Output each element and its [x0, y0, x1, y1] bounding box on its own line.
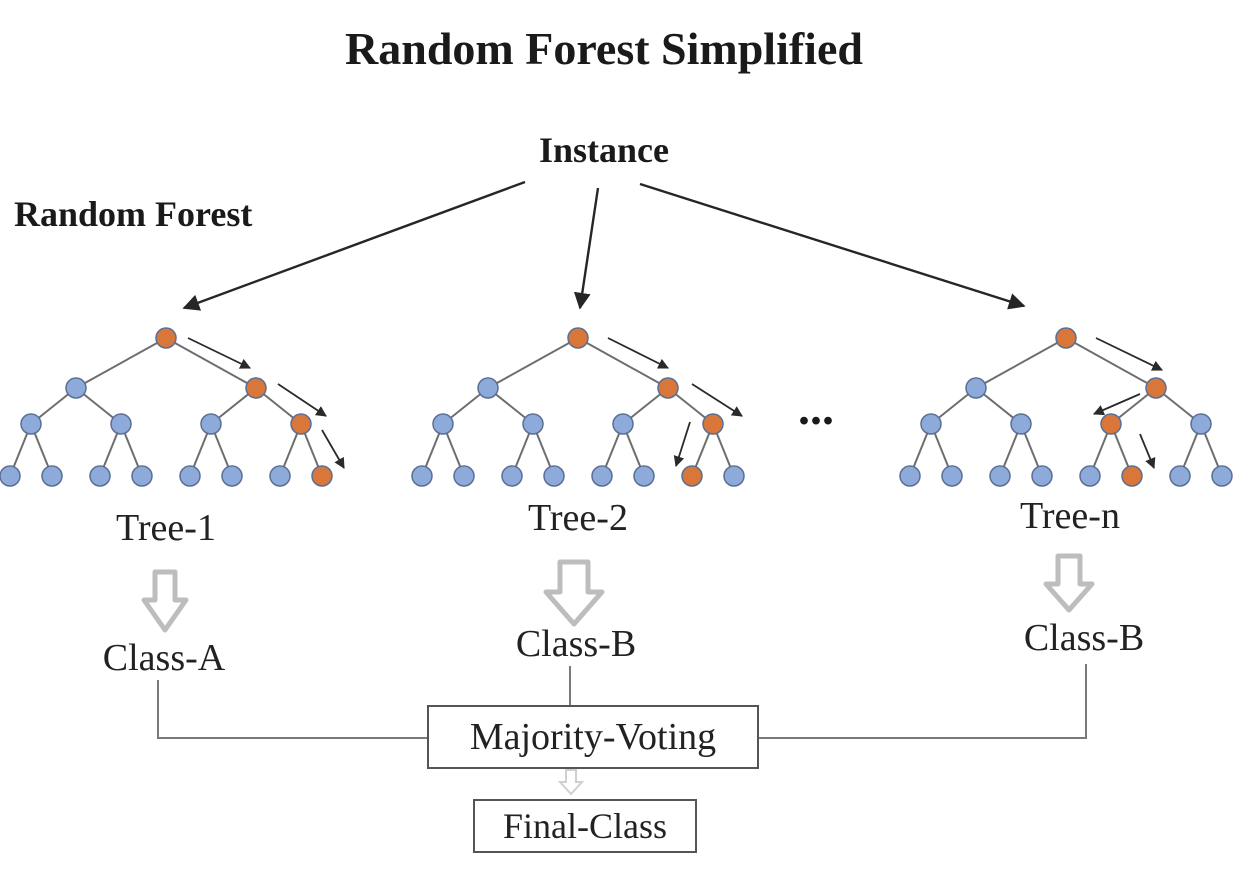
- tree-n: [899, 327, 1233, 487]
- tree-2-node-rlr: [633, 465, 655, 487]
- final-down-arrow: [557, 769, 585, 796]
- tree-2-node-rll: [591, 465, 613, 487]
- tree-1-node-lll: [0, 465, 21, 487]
- tree-2-label: Tree-2: [528, 497, 628, 539]
- tree-n-node-lr: [1010, 413, 1032, 435]
- tree-2-class-label: Class-B: [516, 623, 636, 665]
- tree-1-node-lr: [110, 413, 132, 435]
- instance-to-tree-2-arrow: [573, 187, 600, 310]
- tree-n-node-rlr-decision-path: [1121, 465, 1143, 487]
- final-class-box: [473, 799, 697, 853]
- majority-voting-label: Majority-Voting: [470, 716, 716, 758]
- tree-1-edges: [9, 337, 323, 477]
- tree-n-node-rl-decision-path: [1100, 413, 1122, 435]
- tree-1-down-arrow: [141, 569, 189, 633]
- tree-2-node-rl: [612, 413, 634, 435]
- tree-2-node-rrr: [723, 465, 745, 487]
- tree-2-nodes: [411, 327, 745, 487]
- tree-n-path-arrows: [1093, 337, 1163, 469]
- tree-n-node-lrr: [1031, 465, 1053, 487]
- tree-1-node-llr: [41, 465, 63, 487]
- instance-to-tree-n-arrow: [639, 182, 1026, 310]
- tree-1-node-lrl: [89, 465, 111, 487]
- tree-n-node-lll: [899, 465, 921, 487]
- tree-2-node-rrl-decision-path: [681, 465, 703, 487]
- tree-1: [0, 327, 345, 487]
- tree-1-path-arrows: [187, 337, 345, 469]
- random-forest-label: Random Forest: [14, 194, 252, 234]
- tree-2-edges: [421, 337, 735, 477]
- tree-1-node-rl: [200, 413, 222, 435]
- majority-voting-box: [427, 705, 759, 769]
- tree-n-node-lrl: [989, 465, 1011, 487]
- tree-1-node-rll: [179, 465, 201, 487]
- instance-arrows: [182, 180, 1026, 311]
- tree-2-down-arrow: [543, 559, 605, 627]
- tree-n-node-rr: [1190, 413, 1212, 435]
- tree-1-node-rr-decision-path: [290, 413, 312, 435]
- instance-to-tree-1-arrow: [182, 180, 526, 311]
- tree-n-node-r-decision-path: [1145, 377, 1167, 399]
- tree-1-node-rrl: [269, 465, 291, 487]
- instance-label: Instance: [539, 130, 669, 170]
- voting-connectors: [157, 664, 1087, 739]
- tree-2-node-ll: [432, 413, 454, 435]
- tree-1-node-r-decision-path: [245, 377, 267, 399]
- ellipsis: ...: [798, 382, 834, 435]
- tree-1-node-rrr-decision-path: [311, 465, 333, 487]
- tree-2-node-llr: [453, 465, 475, 487]
- tree-n-node-rrr: [1211, 465, 1233, 487]
- tree-n-label: Tree-n: [1020, 495, 1120, 537]
- tree-2: [411, 327, 745, 487]
- final-class-label: Final-Class: [503, 806, 667, 846]
- tree-2-path-arrows: [607, 337, 743, 468]
- tree-2-node-rr-decision-path: [702, 413, 724, 435]
- tree-1-class-label: Class-A: [103, 637, 226, 679]
- tree-2-node-root-decision-path: [567, 327, 589, 349]
- tree-2-node-lr: [522, 413, 544, 435]
- tree-n-node-rll: [1079, 465, 1101, 487]
- tree-n-class-label: Class-B: [1024, 617, 1144, 659]
- tree-1-node-ll: [20, 413, 42, 435]
- tree-1-node-lrr: [131, 465, 153, 487]
- tree-n-nodes: [899, 327, 1233, 487]
- tree-2-node-lrr: [543, 465, 565, 487]
- tree-2-node-r-decision-path: [657, 377, 679, 399]
- tree-n-node-l: [965, 377, 987, 399]
- tree-2-node-lrl: [501, 465, 523, 487]
- tree-n-node-rrl: [1169, 465, 1191, 487]
- tree-1-node-l: [65, 377, 87, 399]
- tree-n-node-ll: [920, 413, 942, 435]
- diagram-title: Random Forest Simplified: [345, 23, 863, 74]
- tree-1-label: Tree-1: [116, 507, 216, 549]
- tree-n-node-root-decision-path: [1055, 327, 1077, 349]
- tree-1-node-rlr: [221, 465, 243, 487]
- tree-1-node-root-decision-path: [155, 327, 177, 349]
- tree-2-node-lll: [411, 465, 433, 487]
- tree-n-node-llr: [941, 465, 963, 487]
- tree-2-node-l: [477, 377, 499, 399]
- tree-n-edges: [909, 337, 1223, 477]
- tree-n-down-arrow: [1043, 553, 1095, 613]
- tree-1-nodes: [0, 327, 333, 487]
